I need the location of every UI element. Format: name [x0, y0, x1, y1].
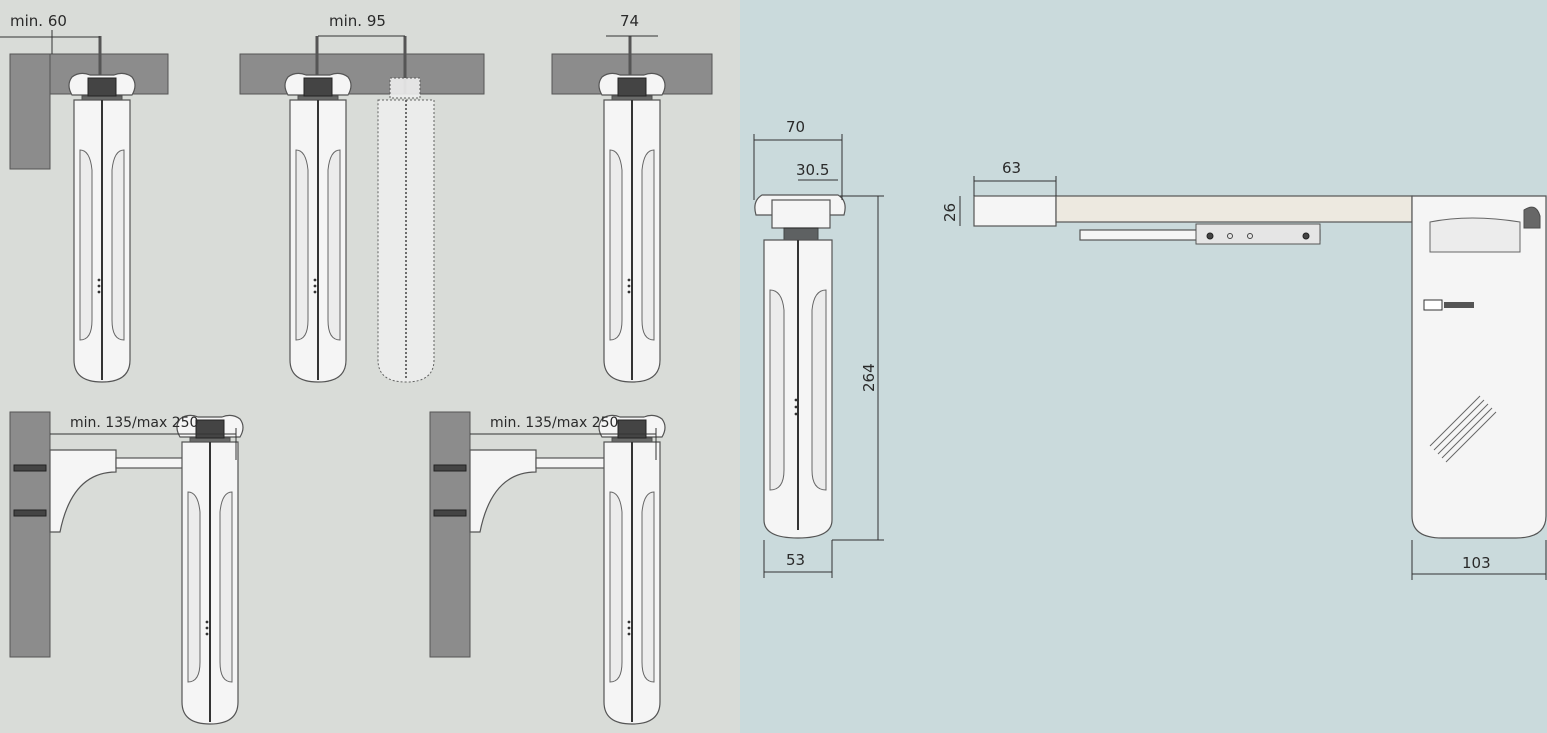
dim-arm-range-right: min. 135/max 250	[490, 415, 618, 431]
dim-74: 74	[620, 12, 639, 30]
side-view: 63 26 103	[941, 159, 1547, 580]
dim-30-5: 30.5	[796, 161, 829, 179]
dim-53: 53	[786, 551, 805, 569]
dim-arm-range-left: min. 135/max 250	[70, 415, 198, 431]
dim-103: 103	[1462, 554, 1491, 572]
installation-variants-panel: min. 60 min. 95 74 min. 135/max 250	[0, 0, 740, 733]
dim-min-95: min. 95	[329, 12, 386, 30]
unit-dimensions-panel: 70 30.5 264 53	[740, 0, 1547, 733]
dim-26: 26	[941, 203, 959, 222]
variant-arm-mount-left: min. 135/max 250	[9, 411, 244, 725]
installation-variants-drawing: min. 60 min. 95 74 min. 135/max 250	[0, 0, 740, 733]
variant-twin-mount: min. 95	[239, 12, 485, 383]
front-view: 70 30.5 264 53	[753, 118, 884, 578]
variant-arm-mount-right: min. 135/max 250	[429, 411, 666, 725]
dim-63: 63	[1002, 159, 1021, 177]
dim-min-60: min. 60	[10, 12, 67, 30]
variant-center-mount: 74	[551, 12, 713, 383]
dim-70: 70	[786, 118, 805, 136]
dim-264: 264	[860, 363, 878, 392]
variant-corner-mount: min. 60	[0, 12, 169, 383]
unit-dimensions-drawing: 70 30.5 264 53	[740, 0, 1547, 733]
